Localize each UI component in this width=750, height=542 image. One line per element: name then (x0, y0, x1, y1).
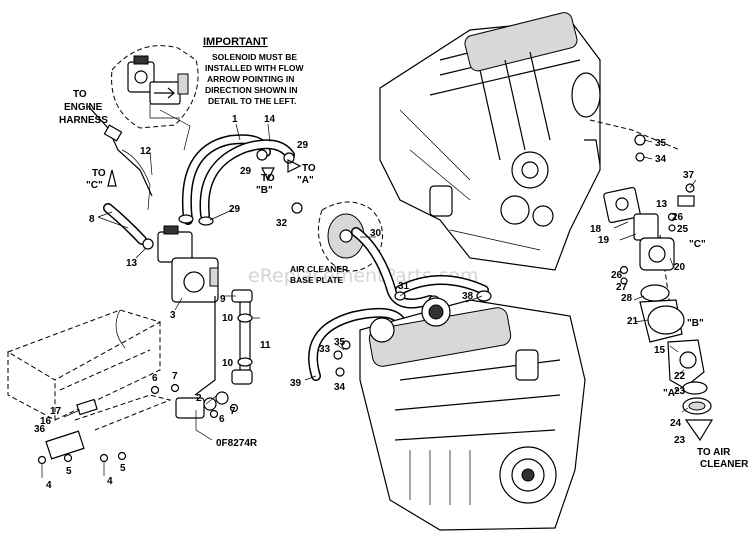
to-a-arrow-icon (287, 159, 302, 173)
to-b-line-2: "B" (256, 185, 273, 196)
note-line-4: DIRECTION SHOWN IN (205, 85, 298, 95)
part-label-29c: 29 (297, 140, 309, 151)
leader-lines (63, 123, 697, 441)
part-label-19: 19 (598, 235, 610, 246)
part-number-labels: 1 2 3 4 4 5 5 6 6 7 7 8 9 10 10 11 12 13… (34, 114, 695, 491)
part-label-35a: 35 (655, 138, 667, 149)
important-note: IMPORTANT SOLENOID MUST BE INSTALLED WIT… (203, 36, 304, 106)
part-label-1: 1 (232, 114, 238, 125)
part-label-29a: 29 (229, 204, 241, 215)
part-label-29b: 29 (240, 166, 252, 177)
part-label-34a: 34 (655, 154, 667, 165)
marker-c: "C" (689, 239, 706, 250)
to-b-line-1: TO (261, 173, 275, 184)
to-b-arrow-icon (261, 167, 275, 182)
engine-lower (308, 297, 586, 531)
to-c-left-line-2: "C" (86, 180, 103, 191)
part-label-36: 36 (34, 424, 46, 435)
drawing-number: 0F8274R (216, 438, 258, 449)
part-label-34b: 34 (334, 382, 346, 393)
part-label-38: 38 (462, 291, 474, 302)
part-label-21: 21 (627, 316, 639, 327)
part-label-7a: 7 (172, 371, 178, 382)
part-label-30: 30 (370, 228, 382, 239)
note-line-5: DETAIL TO THE LEFT. (208, 96, 296, 106)
air-intake-parts (589, 119, 714, 442)
part-label-5b: 5 (120, 463, 126, 474)
part-label-10a: 10 (222, 313, 234, 324)
part-label-2: 2 (196, 393, 202, 404)
air-cleaner-base-plate (291, 201, 492, 309)
part-label-8: 8 (89, 214, 95, 225)
part-label-20: 20 (674, 262, 686, 273)
note-line-1: SOLENOID MUST BE (212, 52, 297, 62)
to-a-line-1: TO (302, 163, 316, 174)
to-c-left-line-1: TO (92, 168, 106, 179)
part-label-23b: 23 (674, 435, 686, 446)
part-label-4a: 4 (46, 480, 52, 491)
mounting-rail (6, 309, 239, 478)
part-label-16: 16 (40, 416, 52, 427)
part-label-27: 27 (616, 282, 628, 293)
engine-upper (379, 12, 601, 271)
part-label-13a: 13 (126, 258, 138, 269)
fuel-solenoid-assembly (87, 105, 295, 419)
part-label-31: 31 (398, 281, 410, 292)
part-label-12: 12 (140, 146, 152, 157)
part-label-35b: 35 (334, 337, 346, 348)
part-label-3: 3 (170, 310, 176, 321)
to-a-line-2: "A" (297, 175, 314, 186)
part-label-15: 15 (654, 345, 666, 356)
part-label-14: 14 (264, 114, 276, 125)
part-label-9: 9 (220, 294, 226, 305)
solenoid-detail-inset (111, 45, 199, 151)
part-label-10b: 10 (222, 358, 234, 369)
part-label-11: 11 (260, 340, 271, 351)
part-label-37: 37 (683, 170, 695, 181)
to-air-cleaner-line-1: TO AIR (697, 447, 731, 458)
part-label-6a: 6 (152, 373, 158, 384)
part-label-7b: 7 (230, 406, 236, 417)
marker-b: "B" (687, 318, 704, 329)
note-line-2: INSTALLED WITH FLOW (205, 63, 304, 73)
part-label-17: 17 (50, 406, 62, 417)
to-engine-harness-line-1: TO (73, 89, 87, 100)
to-engine-harness-line-3: HARNESS (59, 115, 108, 126)
air-cleaner-base-plate-line-2: BASE PLATE (290, 275, 344, 285)
note-line-3: ARROW POINTING IN (207, 74, 294, 84)
to-c-arrow-icon (107, 169, 117, 187)
part-label-18: 18 (590, 224, 602, 235)
part-label-6b: 6 (219, 414, 225, 425)
part-label-25: 25 (677, 224, 689, 235)
part-label-26b: 26 (611, 270, 623, 281)
part-label-4b: 4 (107, 476, 113, 487)
part-label-13b: 13 (656, 199, 668, 210)
part-label-23a: 23 (674, 386, 686, 397)
note-heading: IMPORTANT (203, 36, 268, 48)
part-label-22: 22 (674, 371, 686, 382)
to-engine-harness-line-2: ENGINE (64, 102, 103, 113)
marker-a: "A" (663, 388, 680, 399)
air-cleaner-base-plate-line-1: AIR CLEANER (290, 264, 348, 274)
to-air-cleaner-line-2: CLEANER (700, 459, 749, 470)
part-label-26a: 26 (672, 212, 684, 223)
part-label-39: 39 (290, 378, 302, 389)
part-label-24: 24 (670, 418, 682, 429)
part-label-33: 33 (319, 344, 331, 355)
part-label-32: 32 (276, 218, 288, 229)
part-label-5a: 5 (66, 466, 72, 477)
text-callouts: TO ENGINE HARNESS TO "C" TO "B" TO "A" A… (59, 89, 749, 470)
part-label-28: 28 (621, 293, 633, 304)
